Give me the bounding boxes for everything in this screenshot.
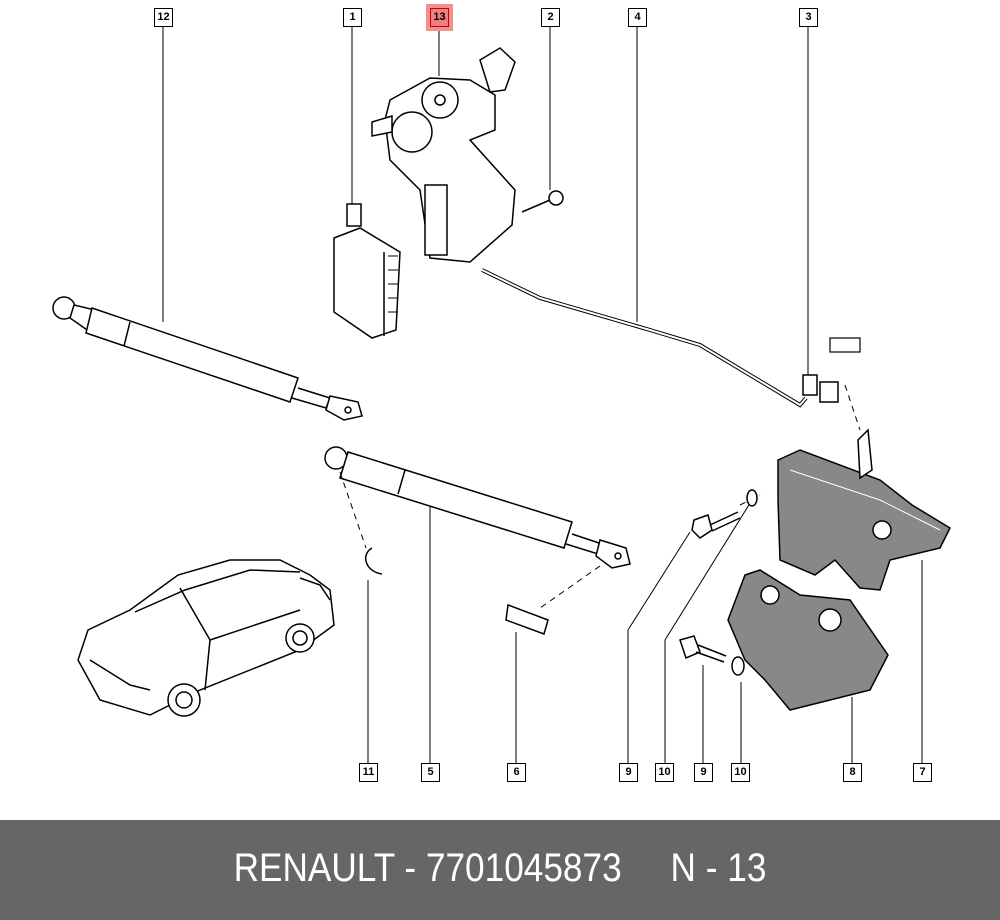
exploded-parts-diagram	[52, 26, 951, 763]
callout-10-second[interactable]: 10	[731, 763, 750, 782]
clip-part	[364, 547, 383, 575]
callout-12[interactable]: 12	[154, 8, 173, 27]
actuator-motor	[333, 203, 401, 339]
callout-10[interactable]: 10	[655, 763, 674, 782]
leader-lines	[162, 26, 923, 763]
tailgate-lock	[777, 428, 951, 591]
callout-7[interactable]: 7	[913, 763, 932, 782]
callout-3[interactable]: 3	[799, 8, 818, 27]
lock-mechanism	[371, 47, 516, 263]
callout-6[interactable]: 6	[507, 763, 526, 782]
callout-2[interactable]: 2	[541, 8, 560, 27]
part-number-text: RENAULT - 7701045873 N - 13	[233, 846, 767, 890]
part-number-footer: RENAULT - 7701045873 N - 13	[0, 820, 1000, 920]
ball-stud-part	[505, 603, 549, 635]
callout-9-second[interactable]: 9	[694, 763, 713, 782]
callout-1[interactable]: 1	[343, 8, 362, 27]
gas-strut-lower	[324, 446, 631, 569]
callout-5[interactable]: 5	[421, 763, 440, 782]
rod-clip	[802, 337, 861, 403]
car-illustration	[77, 559, 335, 717]
lock-striker	[727, 569, 889, 711]
screw-part	[521, 190, 564, 213]
bolts-and-washers	[679, 489, 758, 676]
lock-rod	[481, 268, 808, 408]
callout-9[interactable]: 9	[619, 763, 638, 782]
callout-8[interactable]: 8	[843, 763, 862, 782]
gas-strut-upper	[52, 296, 363, 421]
callout-4[interactable]: 4	[628, 8, 647, 27]
callout-13-highlighted[interactable]: 13	[426, 4, 453, 31]
callout-11[interactable]: 11	[359, 763, 378, 782]
